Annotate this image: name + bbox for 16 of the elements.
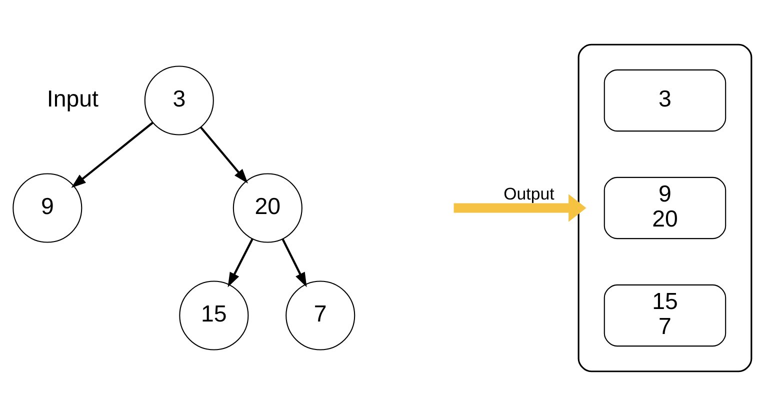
arrow [282,238,307,288]
arrow [71,122,154,188]
node-circle: 3 [144,66,214,136]
node-circle: 9 [12,173,82,243]
cluster [578,44,752,372]
arrow [454,194,586,222]
edge-label: Output [504,184,554,204]
arrow [200,126,248,184]
label: Input [46,85,98,112]
node-box: 9 20 [604,176,726,240]
arrow [228,238,254,288]
node-circle: 20 [232,173,302,243]
node-circle: 15 [179,280,249,350]
node-circle: 7 [286,280,356,350]
node-box: 3 [604,69,726,132]
node-box: 15 7 [604,284,726,347]
